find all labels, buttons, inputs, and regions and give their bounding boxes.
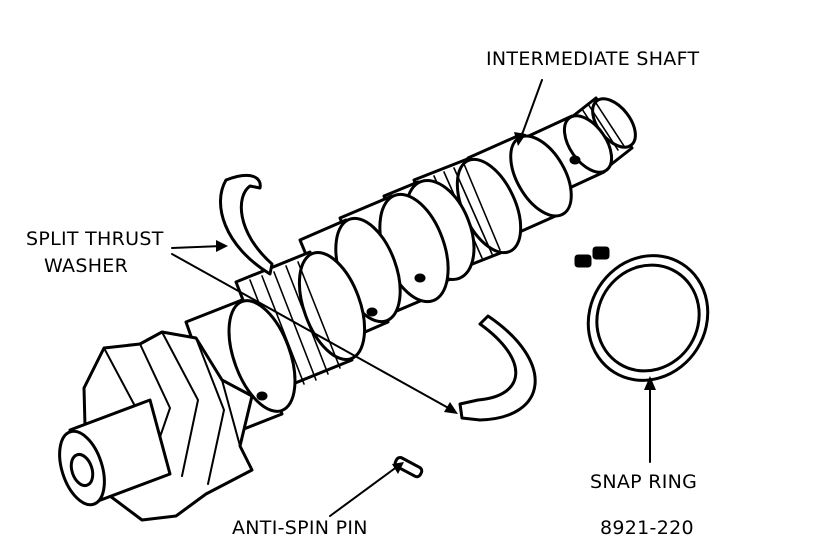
label-split-thrust: SPLIT THRUST — [26, 228, 164, 250]
thrust-washer-upper-half — [219, 174, 274, 276]
leader-split-thrust-lower — [171, 253, 453, 411]
arrowhead-snap-ring — [644, 376, 656, 390]
leader-split-thrust-upper — [171, 245, 223, 249]
arrowhead-split-thrust-lower — [444, 402, 458, 414]
arrowhead-split-thrust-upper — [216, 240, 228, 252]
anti-spin-pin — [393, 456, 424, 479]
arrowhead-intermediate-shaft — [514, 132, 526, 146]
snap-ring — [574, 246, 710, 382]
leader-anti-spin-pin — [329, 465, 399, 517]
thrust-washer-lower-half — [458, 314, 537, 422]
label-snap-ring: SNAP RING — [590, 471, 698, 493]
label-washer: WASHER — [44, 255, 129, 277]
label-intermediate-shaft: INTERMEDIATE SHAFT — [486, 48, 700, 70]
leader-intermediate-shaft — [519, 79, 543, 141]
arrowhead-anti-spin-pin — [392, 462, 404, 474]
figure-number: 8921-220 — [600, 517, 694, 539]
intermediate-shaft — [58, 96, 637, 522]
label-anti-spin-pin: ANTI-SPIN PIN — [232, 517, 368, 539]
